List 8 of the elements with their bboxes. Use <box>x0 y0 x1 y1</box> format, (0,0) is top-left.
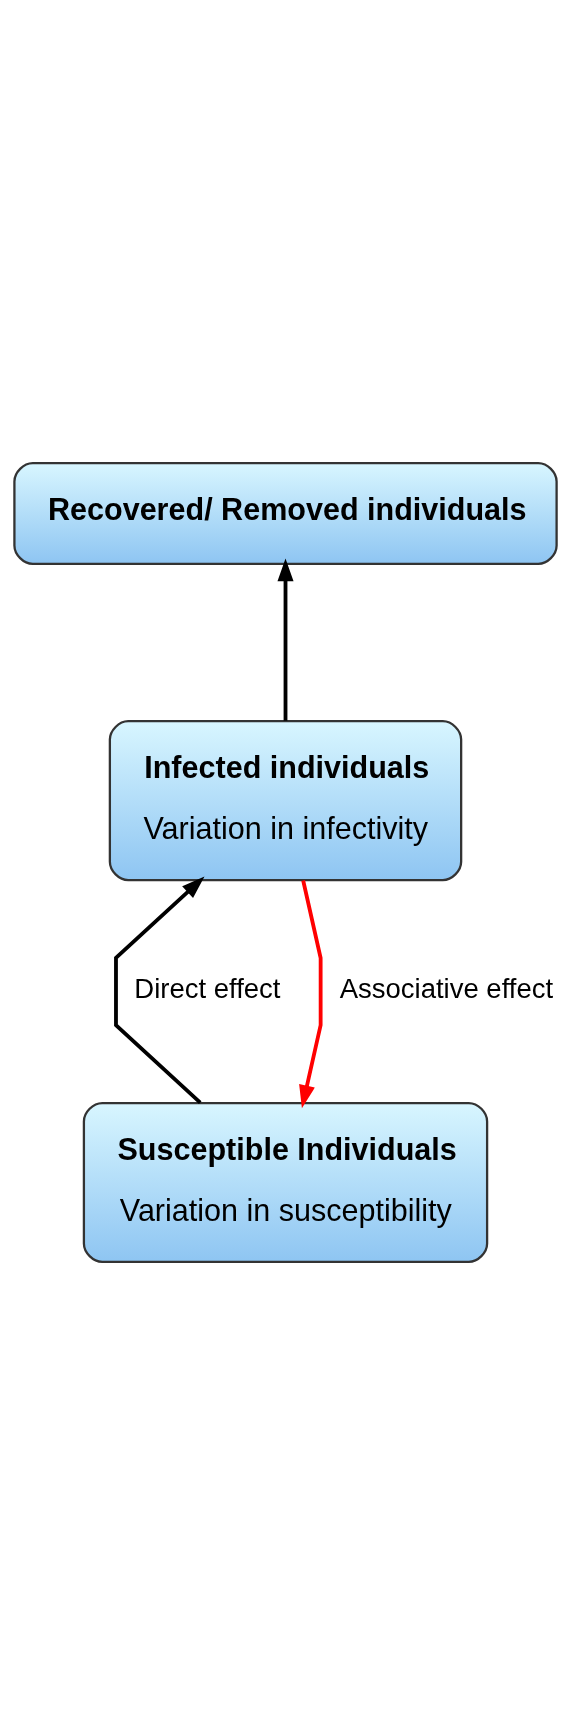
arrow <box>277 558 294 721</box>
node-box: Susceptible Individuals Variation in susceptibility <box>82 1101 489 1264</box>
arrow <box>299 880 323 1109</box>
arrow <box>114 876 205 1104</box>
edge-label: Associative effect <box>339 973 554 1005</box>
node-box: Infected individuals Variation in infectivity <box>108 720 463 882</box>
edge-label: Direct effect <box>134 973 281 1005</box>
node-box: Recovered/ Removed individuals <box>13 461 558 566</box>
